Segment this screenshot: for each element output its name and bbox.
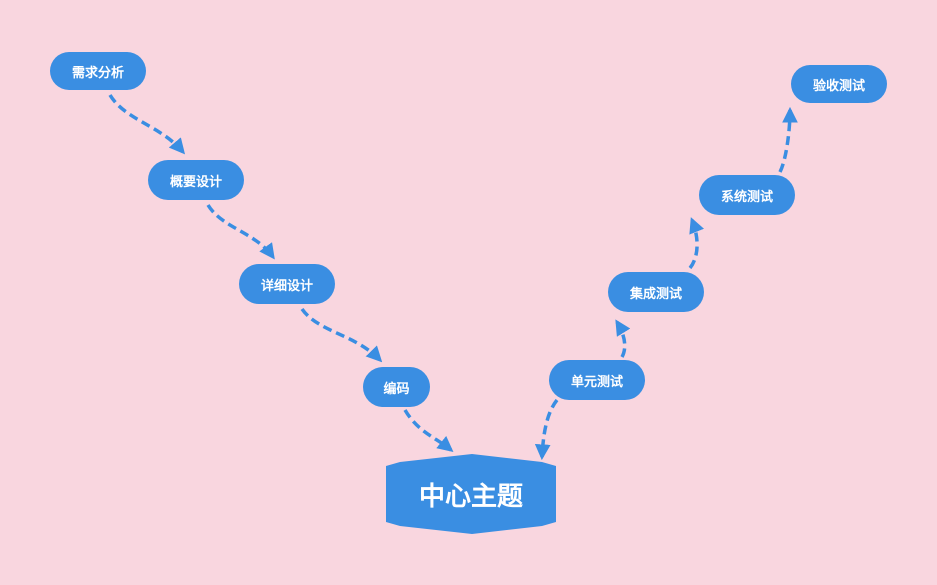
node-unit-test[interactable]: 单元测试 xyxy=(549,360,645,400)
node-integration-test[interactable]: 集成测试 xyxy=(608,272,704,312)
center-topic-node[interactable]: 中心主题 xyxy=(386,454,556,534)
edge-requirements-to-overview xyxy=(108,94,186,155)
node-acceptance-test[interactable]: 验收测试 xyxy=(791,65,887,103)
edge-system-to-acceptance xyxy=(778,106,798,173)
center-topic-label: 中心主题 xyxy=(418,481,523,512)
edge-overview-to-detailed xyxy=(206,204,275,260)
edge-detailed-to-coding xyxy=(300,307,383,363)
node-detailed-design[interactable]: 详细设计 xyxy=(239,264,335,304)
edge-unit-test-to-integration xyxy=(615,319,631,358)
edge-integration-to-system xyxy=(688,217,704,270)
edge-unit-test-to-center xyxy=(534,398,559,461)
node-overview-design[interactable]: 概要设计 xyxy=(148,160,244,200)
center-topic-shape xyxy=(386,454,556,534)
node-requirements-analysis[interactable]: 需求分析 xyxy=(50,52,146,90)
node-system-test[interactable]: 系统测试 xyxy=(699,175,795,215)
node-coding[interactable]: 编码 xyxy=(363,367,430,407)
edge-coding-to-center xyxy=(403,409,454,452)
